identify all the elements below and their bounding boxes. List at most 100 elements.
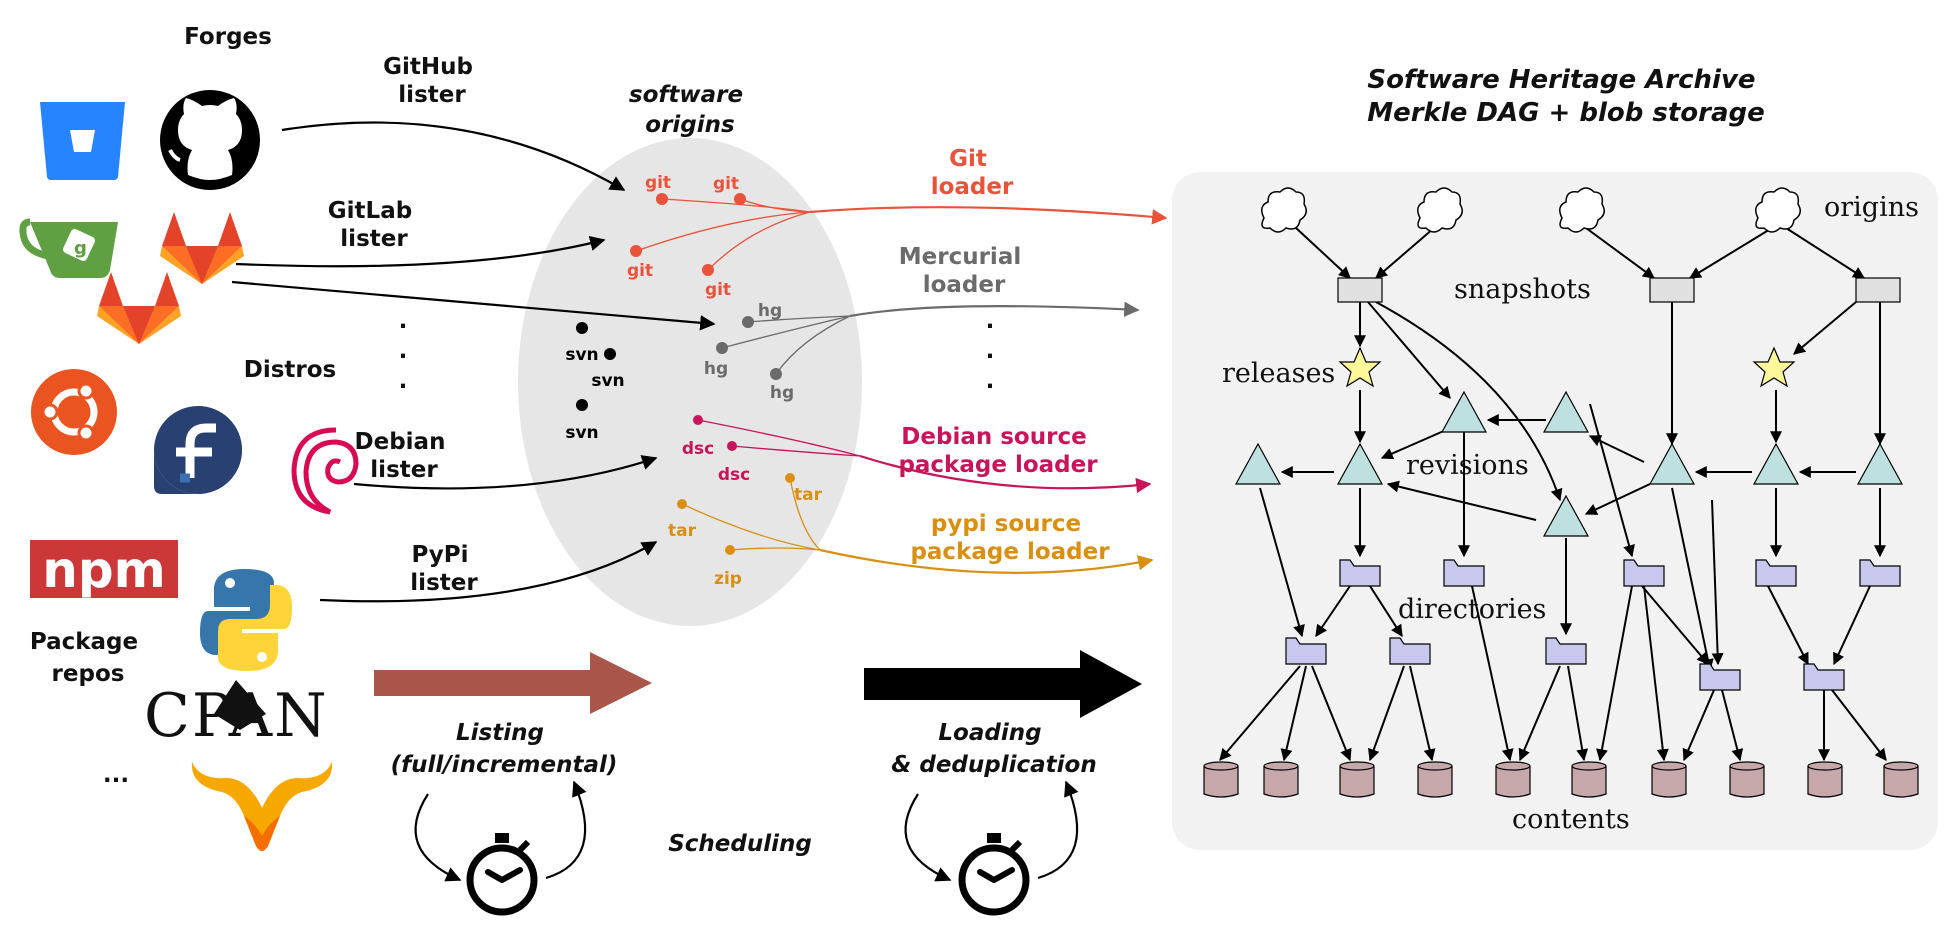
ubuntu-icon bbox=[31, 369, 117, 455]
content-node bbox=[1883, 761, 1919, 798]
svn-origin-dot bbox=[576, 322, 588, 334]
pypi-lister-label: PyPi lister bbox=[410, 542, 478, 596]
hg-origins bbox=[721, 315, 851, 375]
listing-cycle-arrow bbox=[414, 793, 462, 882]
github-icon bbox=[160, 90, 260, 190]
software-origins-title: software origins bbox=[629, 82, 751, 138]
pypi-lister-line2: lister bbox=[410, 570, 478, 596]
merkle-dag-edges bbox=[1219, 227, 1887, 762]
content-blobs bbox=[1203, 761, 1919, 798]
debian-lister-line1: Debian bbox=[355, 429, 446, 455]
dsc-origins bbox=[697, 419, 861, 457]
content-node bbox=[1729, 761, 1765, 798]
gitlab-lister-arrow bbox=[235, 235, 606, 268]
tar-origin-label: tar bbox=[668, 521, 697, 541]
mercurial-loader-line1: Mercurial bbox=[899, 244, 1021, 270]
directory-node bbox=[1803, 663, 1845, 691]
tar-origin-dot bbox=[677, 499, 687, 509]
hg-origin-label: hg bbox=[704, 359, 728, 379]
scheduling-label: Scheduling bbox=[668, 831, 812, 857]
tar-origin-label: tar bbox=[794, 485, 823, 505]
dsc-origin-dot bbox=[727, 441, 737, 451]
directory-node bbox=[1389, 637, 1431, 665]
bitbucket-icon bbox=[40, 102, 125, 180]
git-origin-label: git bbox=[627, 261, 653, 281]
listers-ellipsis-dot: . bbox=[399, 368, 408, 394]
snapshot-node bbox=[1855, 277, 1901, 303]
loading-label: Loading & deduplication bbox=[891, 720, 1096, 778]
dsc-origin-label: dsc bbox=[718, 465, 750, 485]
revision-node bbox=[1234, 442, 1282, 485]
gitlab-lister-arrow-2 bbox=[231, 280, 716, 331]
git-origin-label: git bbox=[713, 174, 739, 194]
git-loader-line1: Git bbox=[949, 146, 987, 172]
software-origins-line2: origins bbox=[645, 112, 734, 138]
git-loader-label: Git loader bbox=[931, 146, 1014, 200]
release-node bbox=[1338, 346, 1382, 388]
git-origins bbox=[635, 198, 811, 271]
directory-node bbox=[1285, 637, 1327, 665]
gitlab-lister-label: GitLab lister bbox=[328, 198, 420, 252]
revision-node bbox=[1752, 442, 1800, 485]
git-origin-dot bbox=[702, 264, 714, 276]
zip-origin-label: zip bbox=[714, 569, 742, 589]
dag-releases-label: releases bbox=[1222, 358, 1335, 389]
loaders-ellipsis-dot: . bbox=[986, 338, 995, 364]
svn-origin-dot bbox=[576, 399, 588, 411]
directory-node bbox=[1443, 559, 1485, 587]
listing-line1: Listing bbox=[456, 720, 544, 746]
github-lister-line2: lister bbox=[398, 82, 466, 108]
git-origin-dot bbox=[656, 193, 668, 205]
package-repos-line2: repos bbox=[52, 661, 125, 687]
dag-directories-label: directories bbox=[1398, 594, 1546, 625]
origin-node-icon bbox=[1559, 187, 1605, 233]
pypi-loader-line1: pypi source bbox=[931, 511, 1081, 537]
mercurial-loader-label: Mercurial loader bbox=[899, 244, 1029, 298]
revision-node bbox=[1542, 390, 1590, 433]
distros-title: Distros bbox=[244, 357, 337, 383]
dsc-origin-dot bbox=[693, 415, 703, 425]
loading-line1: Loading bbox=[938, 720, 1041, 746]
listers-ellipsis-dot: . bbox=[399, 308, 408, 334]
svn-origin-label: svn bbox=[565, 423, 598, 443]
loading-cycle-arrow bbox=[904, 793, 952, 882]
revision-node bbox=[1648, 442, 1696, 485]
git-loader-line2: loader bbox=[931, 174, 1014, 200]
release-node bbox=[1752, 346, 1796, 388]
mercurial-loader-arrow bbox=[849, 301, 1140, 318]
dag-origins-label: origins bbox=[1824, 192, 1919, 223]
tar-origin-dot bbox=[785, 473, 795, 483]
hg-origin-dot bbox=[770, 368, 782, 380]
content-node bbox=[1571, 761, 1607, 798]
debian-loader-line2: package loader bbox=[898, 452, 1098, 478]
content-node bbox=[1203, 761, 1239, 798]
debian-loader-line1: Debian source bbox=[901, 424, 1086, 450]
git-origin-label: git bbox=[705, 280, 731, 300]
dag-contents-label: contents bbox=[1512, 804, 1630, 835]
directory-node bbox=[1755, 559, 1797, 587]
directory-node bbox=[1699, 663, 1741, 691]
python-icon bbox=[200, 569, 292, 671]
mercurial-loader-line2: loader bbox=[923, 272, 1006, 298]
github-lister-arrow bbox=[281, 121, 626, 191]
debian-loader-label: Debian source package loader bbox=[898, 424, 1098, 478]
content-node bbox=[1417, 761, 1453, 798]
cpan-icon: CPAN bbox=[144, 680, 327, 751]
package-repos-title: Package repos bbox=[30, 629, 146, 687]
revision-node bbox=[1440, 390, 1488, 433]
dag-revisions-label: revisions bbox=[1406, 450, 1529, 481]
gitlab-icon bbox=[160, 212, 244, 284]
gitea-icon: g bbox=[19, 218, 118, 278]
loaders-ellipsis-dot: . bbox=[986, 308, 995, 334]
loading-clock-icon bbox=[958, 833, 1030, 916]
listing-line2: (full/incremental) bbox=[391, 752, 618, 778]
github-lister-label: GitHub lister bbox=[383, 54, 481, 108]
svn-origin-label: svn bbox=[565, 345, 598, 365]
svn-origin-dot bbox=[604, 348, 616, 360]
content-node bbox=[1339, 761, 1375, 798]
more-sources-ellipsis: ... bbox=[103, 762, 129, 788]
revision-node bbox=[1336, 442, 1384, 485]
pypi-loader-line2: package loader bbox=[910, 539, 1110, 565]
gitlab-lister-line2: lister bbox=[340, 226, 408, 252]
archive-title: Software Heritage Archive Merkle DAG + b… bbox=[1367, 65, 1765, 128]
